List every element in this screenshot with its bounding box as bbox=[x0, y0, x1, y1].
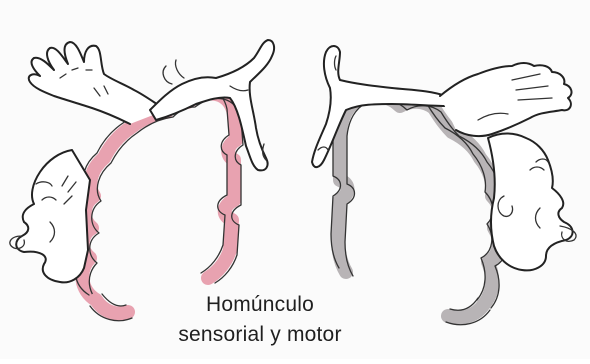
sensory-face bbox=[16, 150, 90, 282]
sensory-homunculus bbox=[10, 40, 274, 321]
sensory-cortex-hook bbox=[96, 300, 128, 314]
caption-line-1: Homúnculo bbox=[160, 290, 360, 320]
sensory-hand bbox=[29, 42, 166, 124]
caption-line-2: sensorial y motor bbox=[160, 320, 360, 350]
motor-hand bbox=[440, 63, 571, 136]
figure-caption: Homúnculo sensorial y motor bbox=[160, 290, 360, 350]
motor-cortex-hook bbox=[448, 304, 484, 318]
sensory-cortex-strip bbox=[82, 93, 236, 300]
motor-homunculus bbox=[312, 46, 576, 325]
sensory-body bbox=[150, 40, 274, 170]
motor-face bbox=[488, 134, 573, 271]
